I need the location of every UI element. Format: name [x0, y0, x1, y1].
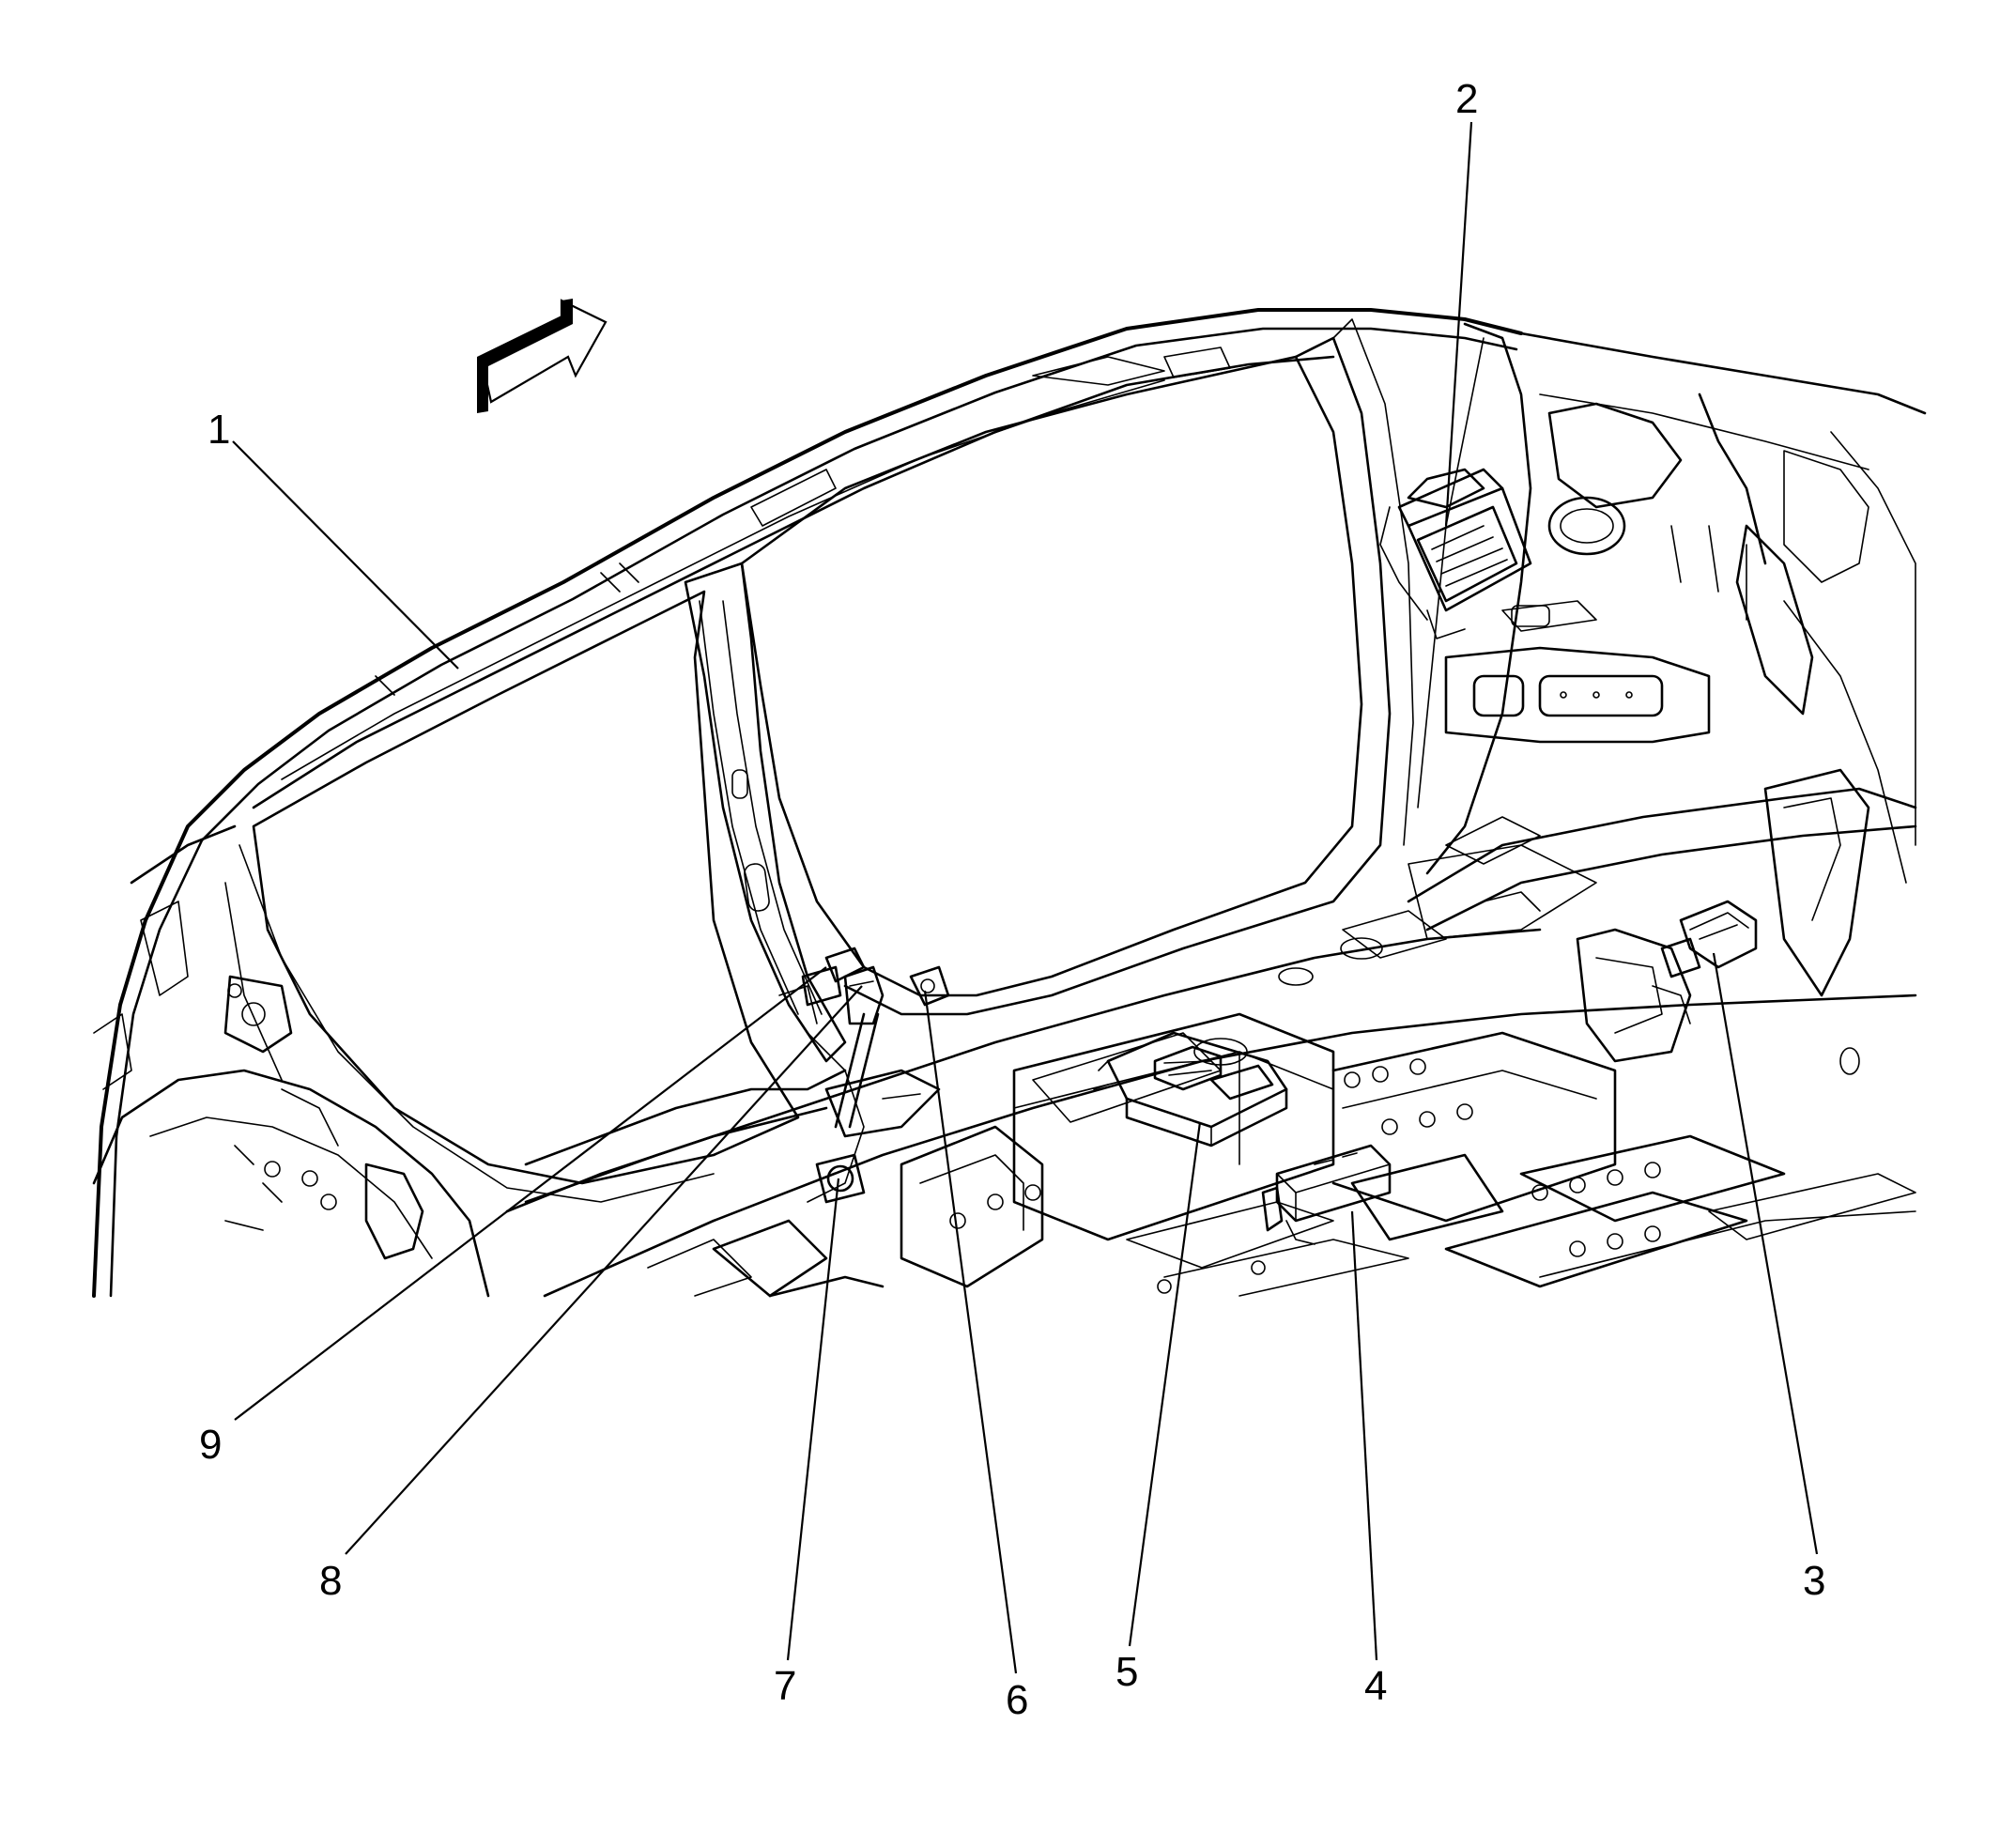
callout-5: 5 [1115, 1649, 1138, 1695]
callout-9: 9 [199, 1422, 222, 1468]
leader-3 [1712, 952, 1819, 1555]
component-6-sensor [909, 965, 950, 1007]
roof-rail [92, 308, 1523, 1298]
rear-door-opening [740, 318, 1414, 1016]
leader-8 [345, 985, 863, 1555]
leader-5 [1128, 1121, 1202, 1647]
front-footwell [92, 824, 490, 1298]
leader-1 [232, 440, 459, 670]
rocker-sill [505, 1032, 941, 1213]
component-2-module [1379, 468, 1532, 639]
rear-quarter-inner [1417, 322, 1927, 1075]
component-5-module [1093, 1031, 1288, 1147]
component-4-module [1261, 1144, 1392, 1245]
callout-6: 6 [1006, 1677, 1028, 1723]
leader-7 [786, 1178, 840, 1661]
leader-6 [923, 990, 1018, 1674]
callout-3: 3 [1803, 1558, 1825, 1604]
b-pillar [684, 562, 847, 1063]
leader-4 [1350, 1210, 1378, 1661]
callout-8: 8 [319, 1558, 342, 1604]
leader-2 [1444, 121, 1473, 527]
callout-2: 2 [1455, 76, 1478, 122]
callout-7: 7 [774, 1663, 796, 1709]
callout-labels: 1 2 3 4 5 6 7 8 9 [199, 76, 1825, 1723]
callout-1: 1 [208, 407, 230, 453]
component-8-bracket [843, 965, 885, 1025]
component-9-module [778, 947, 866, 1024]
callout-4: 4 [1364, 1663, 1387, 1709]
component-3-sensor [1652, 900, 1758, 1024]
front-door-opening [224, 590, 800, 1203]
leader-9 [234, 966, 827, 1421]
vehicle-forward-arrow-icon [477, 299, 608, 413]
component-7-retractor [815, 1012, 880, 1204]
leader-lines [232, 121, 1819, 1674]
rear-cross-member [1407, 768, 1917, 1063]
